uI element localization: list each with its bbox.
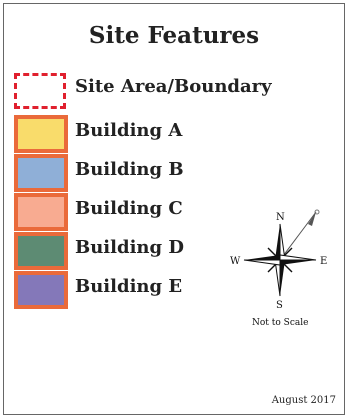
legend-title: Site Features (88, 22, 260, 49)
compass-rose-icon: N W E S Not to Scale (230, 209, 327, 328)
legend-item-label: Building C (75, 198, 183, 219)
scale-note: Not to Scale (252, 318, 308, 328)
legend-panel: Site Features Site Area/Boundary Buildin… (3, 3, 345, 415)
date-label: August 2017 (271, 395, 336, 406)
legend-item-label: Building E (75, 276, 183, 297)
legend-item-label: Building A (75, 120, 183, 141)
legend-item-label: Site Area/Boundary (75, 76, 272, 97)
building-b-swatch (14, 154, 68, 192)
building-c-swatch (14, 193, 68, 231)
compass-south-label: S (276, 300, 283, 311)
site-boundary-swatch (14, 73, 66, 109)
building-d-swatch (14, 232, 68, 270)
building-e-swatch (14, 271, 68, 309)
compass-west-label: W (230, 256, 241, 267)
compass-north-label: N (276, 212, 285, 223)
legend-item-label: Building B (75, 159, 184, 180)
compass-east-label: E (320, 256, 327, 267)
building-a-swatch (14, 115, 68, 153)
legend-item-label: Building D (75, 237, 184, 258)
